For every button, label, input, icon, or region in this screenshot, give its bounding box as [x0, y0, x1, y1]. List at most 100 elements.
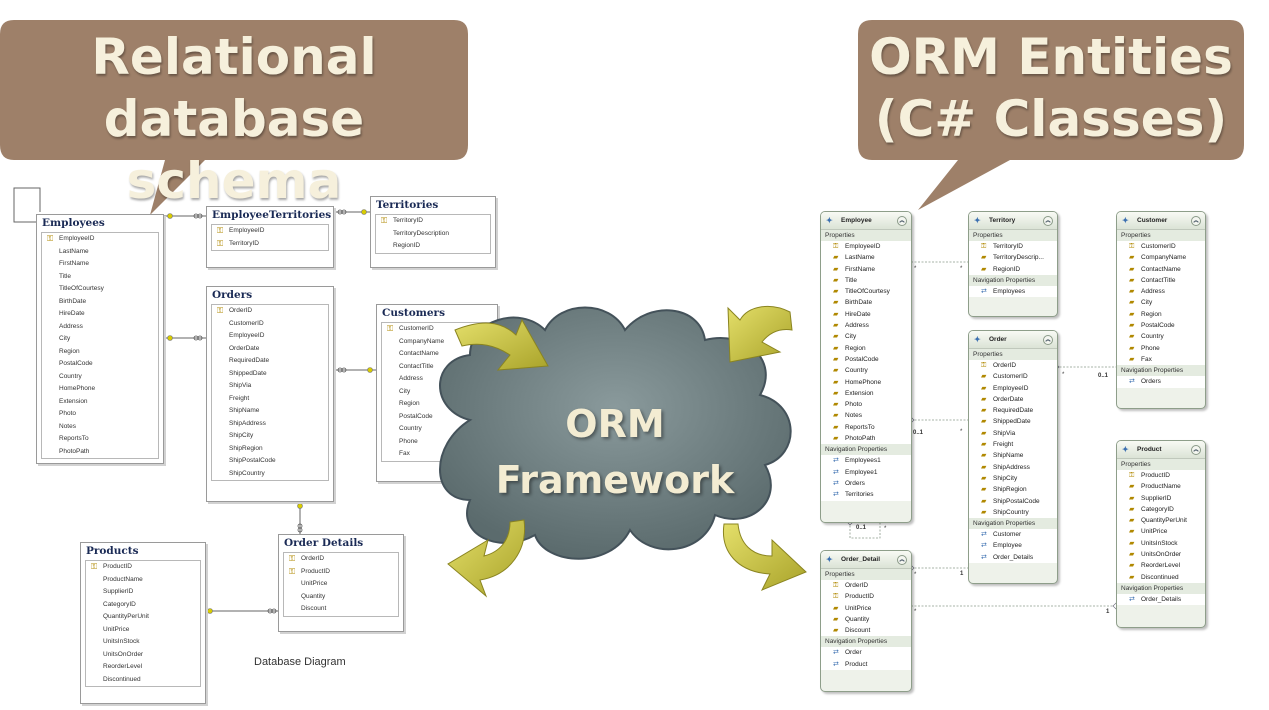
properties-section-label: Properties: [821, 569, 911, 580]
property-icon: ▰: [833, 423, 839, 431]
navigation-property: ⇄Employee: [969, 540, 1057, 552]
property-icon: ▰: [1129, 494, 1135, 502]
entity-property: ▰CategoryID: [1117, 503, 1205, 516]
db-column: City: [59, 335, 71, 342]
navigation-property-icon: ⇄: [981, 542, 987, 550]
db-table-products: Products ⚿ProductID ProductName Supplier…: [80, 542, 206, 704]
entity-property: ▰ShipRegion: [969, 484, 1057, 496]
navigation-property-icon: ⇄: [981, 531, 987, 539]
navigation-property: ⇄Order_Details: [969, 551, 1057, 564]
db-table-body: ⚿CustomerID CompanyName ContactName Cont…: [381, 322, 493, 462]
db-column: Photo: [59, 410, 76, 417]
entity-title: Product: [1137, 446, 1162, 453]
collapse-icon[interactable]: ︽: [1043, 335, 1053, 345]
entity-territory: ✦Territory︽ Properties ⚿TerritoryID ▰Ter…: [968, 211, 1058, 317]
primary-key-icon: ⚿: [381, 216, 388, 225]
navigation-section-label: Navigation Properties: [1117, 582, 1205, 594]
db-table-body: ⚿ProductID ProductName SupplierID Catego…: [85, 560, 201, 687]
db-column: EmployeeID: [229, 332, 265, 339]
key-property-icon: ⚿: [1129, 472, 1135, 479]
navigation-property: ⇄Product: [821, 658, 911, 671]
cloud-label: ORM Framework: [470, 396, 760, 508]
collapse-icon[interactable]: ︽: [897, 216, 907, 226]
db-column: ShipCity: [229, 432, 254, 439]
property-icon: ▰: [981, 497, 987, 505]
db-table-title: Employees: [42, 217, 105, 229]
db-table-employee-territories: EmployeeTerritories ⚿EmployeeID ⚿Territo…: [206, 206, 334, 268]
entity-header: ✦Product︽: [1117, 441, 1205, 459]
db-column: OrderDate: [229, 344, 260, 352]
entity-customer: ✦Customer︽ Properties ⚿CustomerID ▰Compa…: [1116, 211, 1206, 409]
property-icon: ▰: [981, 418, 987, 426]
collapse-icon[interactable]: ︽: [1191, 445, 1201, 455]
properties-section-label: Properties: [1117, 459, 1205, 470]
multiplicity-label: *: [914, 572, 917, 578]
entity-property: ⚿TerritoryID: [969, 241, 1057, 253]
db-table-title: Customers: [382, 307, 445, 319]
left-callout-line1: Relational: [91, 28, 377, 86]
navigation-property: ⇄Orders: [821, 477, 911, 490]
property-icon: ▰: [1129, 344, 1135, 352]
property-icon: ▰: [981, 508, 987, 516]
navigation-section-label: Navigation Properties: [1117, 365, 1205, 377]
entity-property: ⚿CustomerID: [1117, 241, 1205, 253]
entity-property: ▰ShipCity: [969, 472, 1057, 485]
property-icon: ▰: [833, 615, 839, 623]
entity-order: ✦Order︽ Properties ⚿OrderID ▰CustomerID …: [968, 330, 1058, 584]
db-column: PostalCode: [59, 360, 93, 367]
multiplicity-label: *: [914, 266, 917, 272]
entity-header: ✦Order_Detail︽: [821, 551, 911, 569]
db-column: ShipPostalCode: [229, 457, 276, 464]
entity-property: ▰City: [821, 331, 911, 343]
collapse-icon[interactable]: ︽: [1191, 216, 1201, 226]
navigation-property: ⇄Territories: [821, 489, 911, 501]
property-icon: ▰: [981, 395, 987, 403]
entity-property: ▰ProductName: [1117, 481, 1205, 493]
entity-property: ⚿ProductID: [1117, 470, 1205, 482]
property-icon: ▰: [1129, 276, 1135, 284]
entity-property: ▰OrderDate: [969, 393, 1057, 406]
key-property-icon: ⚿: [833, 593, 839, 601]
entity-property: ▰Freight: [969, 439, 1057, 451]
multiplicity-label: 0..1: [1098, 373, 1109, 379]
db-table-title: Orders: [212, 289, 253, 301]
entity-property: ▰ShipCountry: [969, 506, 1057, 519]
entity-property: ▰ContactName: [1117, 263, 1205, 275]
entity-property: ▰ShipName: [969, 450, 1057, 462]
multiplicity-label: *: [914, 609, 917, 615]
property-icon: ▰: [833, 265, 839, 273]
db-table-body: ⚿EmployeeID LastName FirstName Title Tit…: [41, 232, 159, 459]
db-column: ShipVia: [229, 382, 252, 389]
property-icon: ▰: [833, 389, 839, 397]
property-icon: ▰: [981, 254, 987, 262]
property-icon: ▰: [833, 333, 839, 341]
key-property-icon: ⚿: [981, 243, 987, 250]
db-column: UnitPrice: [301, 580, 328, 587]
collapse-icon[interactable]: ︽: [1043, 216, 1053, 226]
property-icon: ▰: [1129, 517, 1135, 525]
entity-property: ▰Notes: [821, 410, 911, 422]
entity-property: ▰Discontinued: [1117, 571, 1205, 583]
entity-property: ⚿ProductID: [821, 591, 911, 603]
property-icon: ▰: [833, 367, 839, 375]
properties-section-label: Properties: [821, 230, 911, 241]
entity-property: ▰Extension: [821, 387, 911, 400]
navigation-property-icon: ⇄: [833, 491, 839, 499]
key-property-icon: ⚿: [981, 362, 987, 369]
db-column: ShippedDate: [229, 369, 267, 377]
db-table-body: ⚿OrderID ⚿ProductID UnitPrice Quantity D…: [283, 552, 399, 617]
entity-property: ▰Fax: [1117, 353, 1205, 366]
db-column: Region: [59, 347, 80, 355]
property-icon: ▰: [833, 627, 839, 635]
db-column: ContactName: [399, 350, 439, 357]
db-table-title: EmployeeTerritories: [212, 209, 332, 221]
entity-property: ▰Region: [821, 342, 911, 354]
db-column: PostalCode: [399, 412, 433, 420]
entity-property: ▰EmployeeID: [969, 382, 1057, 394]
entity-property: ▰PostalCode: [821, 353, 911, 366]
right-callout: ORM Entities (C# Classes): [858, 26, 1244, 150]
collapse-icon[interactable]: ︽: [897, 555, 907, 565]
entity-property: ▰CustomerID: [969, 371, 1057, 383]
properties-section-label: Properties: [969, 349, 1057, 360]
arrow-icon-top-left: [454, 318, 549, 371]
